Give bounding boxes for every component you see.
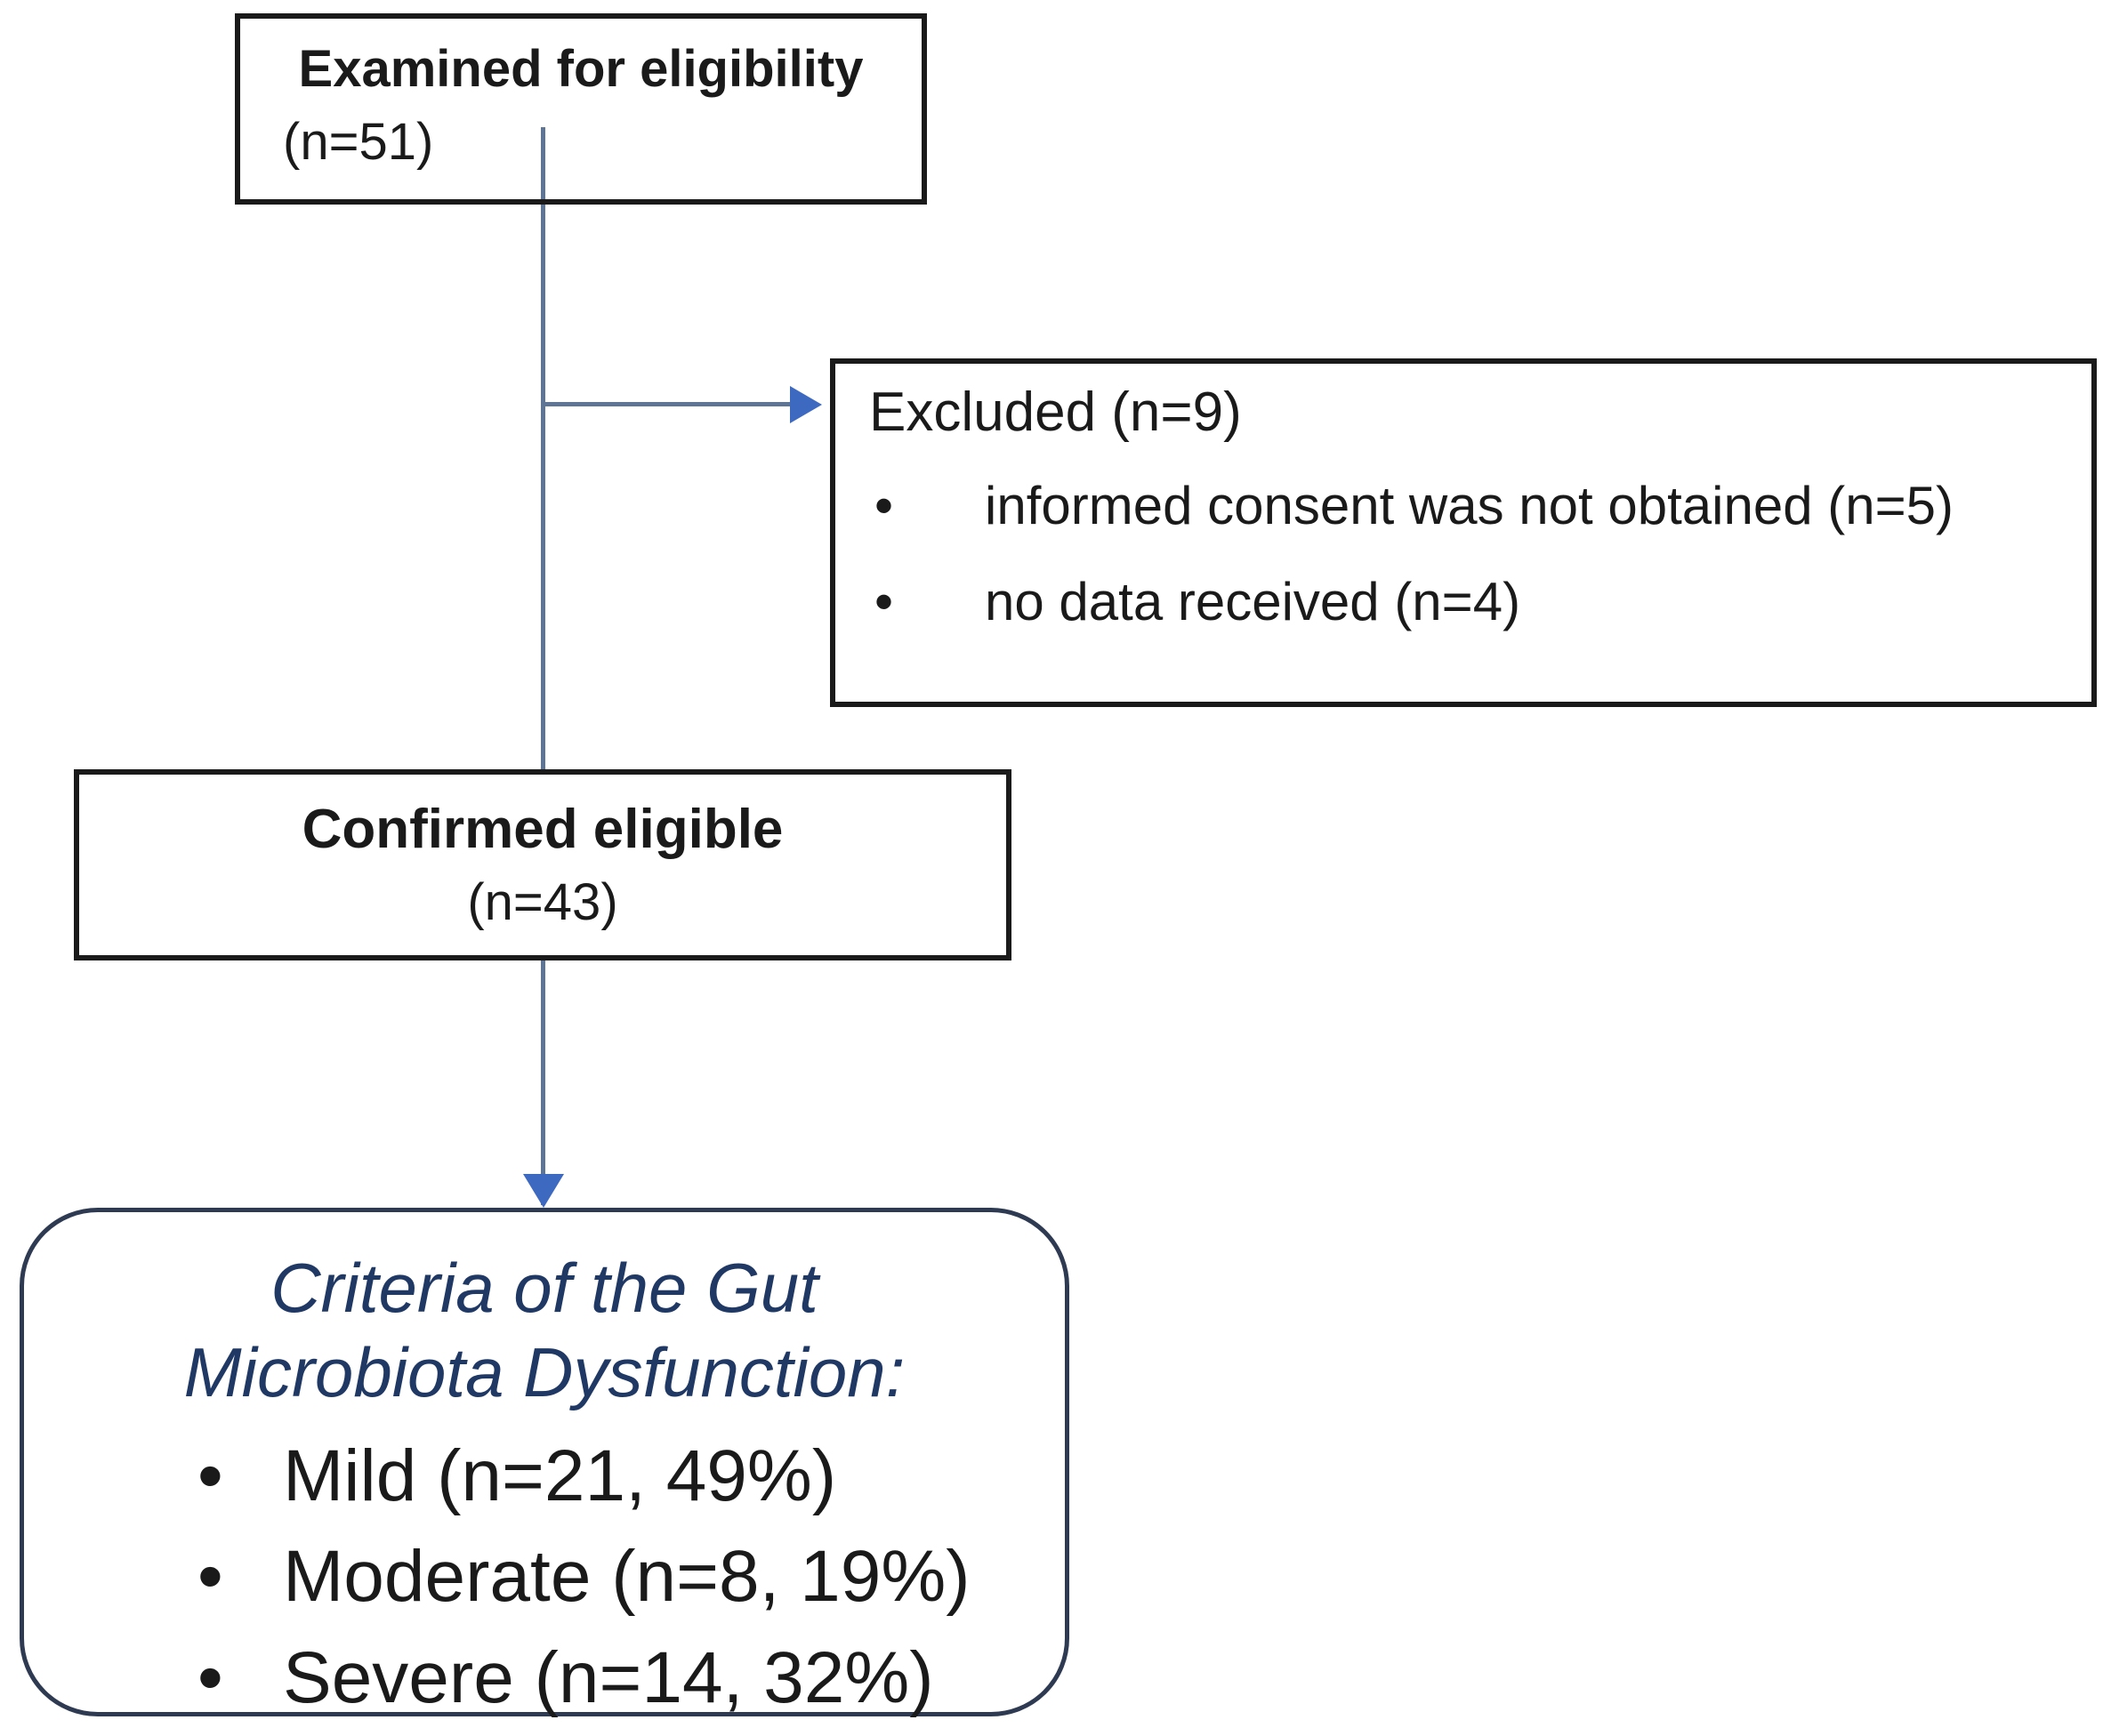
confirmed-title: Confirmed eligible — [302, 798, 784, 860]
list-item: • Moderate (n=8, 19%) — [197, 1526, 1065, 1627]
right-arrowhead-icon — [790, 386, 822, 423]
list-item: • no data received (n=4) — [869, 554, 2070, 650]
criteria-title-line2: Microbiota Dysfunction: — [183, 1333, 906, 1412]
criteria-item-text: Severe (n=14, 32%) — [283, 1636, 934, 1718]
examined-for-eligibility-box: Examined for eligibility (n=51) — [235, 13, 927, 205]
excluded-title: Excluded (n=9) — [869, 382, 1242, 443]
confirmed-eligible-box: Confirmed eligible (n=43) — [74, 769, 1011, 960]
bullet-icon: • — [197, 1435, 223, 1517]
vertical-connector-line — [541, 127, 545, 1205]
bullet-icon: • — [874, 572, 894, 632]
excluded-item-text: informed consent was not obtained (n=5) — [985, 476, 1954, 536]
criteria-box: Criteria of the Gut Microbiota Dysfuncti… — [20, 1208, 1069, 1718]
criteria-title-line1: Criteria of the Gut — [270, 1249, 818, 1327]
criteria-item-text: Mild (n=21, 49%) — [283, 1435, 837, 1517]
bullet-icon: • — [197, 1536, 223, 1618]
examined-count: (n=51) — [283, 112, 434, 171]
confirmed-count: (n=43) — [467, 873, 618, 931]
list-item: • informed consent was not obtained (n=5… — [869, 458, 2070, 554]
excluded-list: • informed consent was not obtained (n=5… — [869, 458, 2070, 650]
bullet-icon: • — [197, 1636, 223, 1718]
examined-title: Examined for eligibility — [298, 40, 864, 98]
bullet-icon: • — [874, 476, 894, 536]
criteria-title: Criteria of the Gut Microbiota Dysfuncti… — [24, 1246, 1065, 1415]
down-arrowhead-icon — [523, 1174, 564, 1208]
excluded-item-text: no data received (n=4) — [985, 572, 1521, 632]
horizontal-connector-line — [543, 402, 790, 406]
list-item: • Mild (n=21, 49%) — [197, 1426, 1065, 1526]
criteria-list: • Mild (n=21, 49%) • Moderate (n=8, 19%)… — [24, 1426, 1065, 1727]
excluded-box: Excluded (n=9) • informed consent was no… — [830, 358, 2097, 707]
criteria-item-text: Moderate (n=8, 19%) — [283, 1536, 971, 1618]
list-item: • Severe (n=14, 32%) — [197, 1628, 1065, 1728]
